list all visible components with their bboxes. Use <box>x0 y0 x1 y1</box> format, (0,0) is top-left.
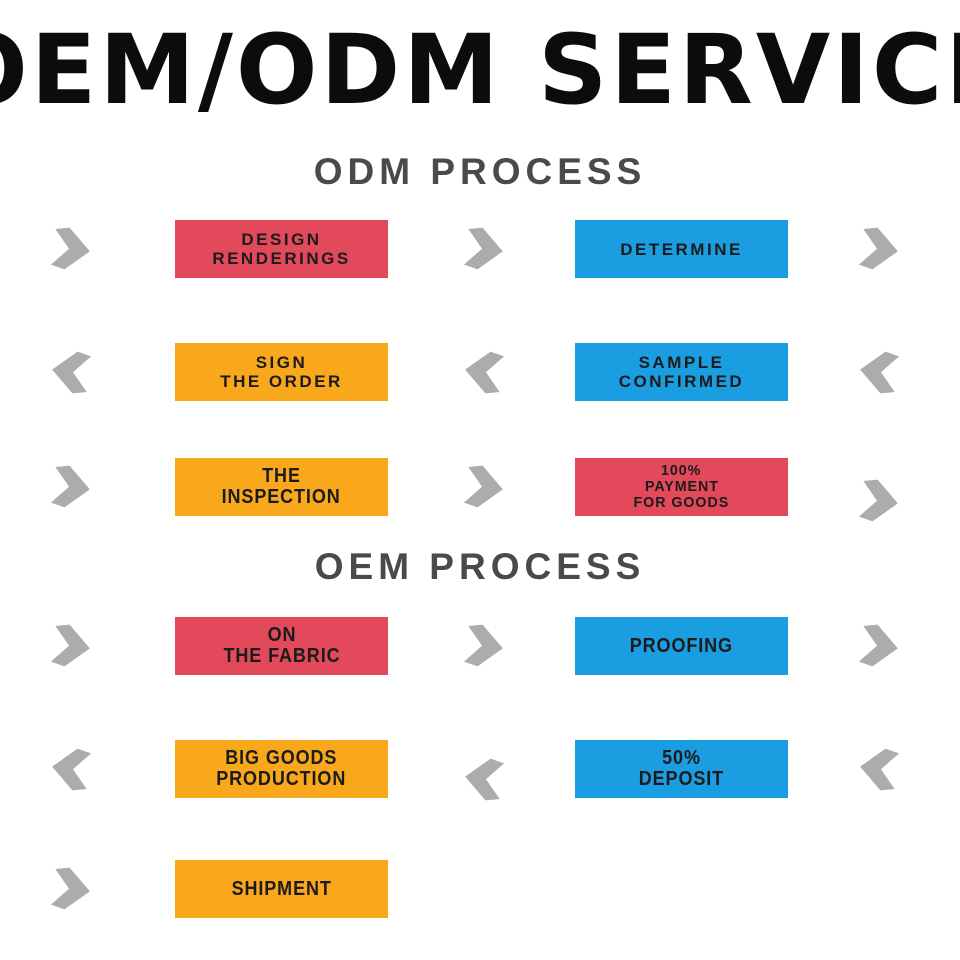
step-sign-the-order: SIGN THE ORDER <box>175 343 388 401</box>
process-row-5: BIG GOODS PRODUCTION 50% DEPOSIT <box>0 740 960 801</box>
chevron-right-icon <box>50 624 92 667</box>
step-label: PAYMENT <box>644 478 719 495</box>
page-title: OEM/ODM SERVICE <box>0 14 960 126</box>
chevron-right-icon <box>463 465 505 508</box>
step-50-percent-deposit: 50% DEPOSIT <box>575 740 788 798</box>
step-design-renderings: DESIGN RENDERINGS <box>175 220 388 278</box>
step-label: BIG GOODS <box>225 747 338 769</box>
step-on-the-fabric: ON THE FABRIC <box>175 617 388 675</box>
step-label: 100% <box>661 462 702 479</box>
chevron-left-icon <box>52 748 92 791</box>
chevron-right-icon <box>463 227 505 270</box>
step-label: DETERMINE <box>620 239 743 259</box>
step-label: THE <box>262 465 301 487</box>
step-label: SIGN <box>255 353 308 372</box>
chevron-left-icon <box>52 351 92 394</box>
step-label: THE ORDER <box>220 372 343 391</box>
step-label: SAMPLE <box>638 353 725 372</box>
step-determine: DETERMINE <box>575 220 788 278</box>
step-label: FOR GOODS <box>633 494 730 511</box>
step-the-inspection: THE INSPECTION <box>175 458 388 516</box>
chevron-right-icon <box>50 465 92 508</box>
step-label: 50% <box>662 747 701 769</box>
section-heading-oem: OEM PROCESS <box>314 546 646 587</box>
step-proofing: PROOFING <box>575 617 788 675</box>
step-label: INSPECTION <box>221 486 342 508</box>
step-label: CONFIRMED <box>618 372 745 391</box>
chevron-right-icon <box>50 227 92 270</box>
step-label: RENDERINGS <box>212 249 351 268</box>
step-shipment: SHIPMENT <box>175 860 388 918</box>
step-label: SHIPMENT <box>231 877 332 900</box>
process-row-4: ON THE FABRIC PROOFING <box>0 617 960 675</box>
chevron-right-icon <box>858 624 900 667</box>
step-label: PRODUCTION <box>216 768 347 790</box>
chevron-right-icon <box>50 867 92 910</box>
chevron-right-icon <box>463 624 505 667</box>
step-100-percent-payment: 100% PAYMENT FOR GOODS <box>575 458 788 516</box>
step-label: THE FABRIC <box>223 645 340 667</box>
section-heading-odm: ODM PROCESS <box>313 151 647 192</box>
step-label: ON <box>267 624 296 646</box>
step-label: DESIGN <box>241 230 322 249</box>
process-row-3: THE INSPECTION 100% PAYMENT FOR GOODS <box>0 458 960 522</box>
process-row-2: SIGN THE ORDER SAMPLE CONFIRMED <box>0 343 960 401</box>
process-row-1: DESIGN RENDERINGS DETERMINE <box>0 220 960 278</box>
step-label: DEPOSIT <box>638 768 725 790</box>
chevron-right-icon <box>858 479 900 522</box>
step-big-goods-production: BIG GOODS PRODUCTION <box>175 740 388 798</box>
chevron-right-icon <box>858 227 900 270</box>
process-row-6: SHIPMENT <box>0 860 960 918</box>
step-sample-confirmed: SAMPLE CONFIRMED <box>575 343 788 401</box>
chevron-left-icon <box>860 351 900 394</box>
step-label: PROOFING <box>629 634 734 657</box>
chevron-left-icon <box>860 748 900 791</box>
chevron-left-icon <box>465 758 505 801</box>
chevron-left-icon <box>465 351 505 394</box>
